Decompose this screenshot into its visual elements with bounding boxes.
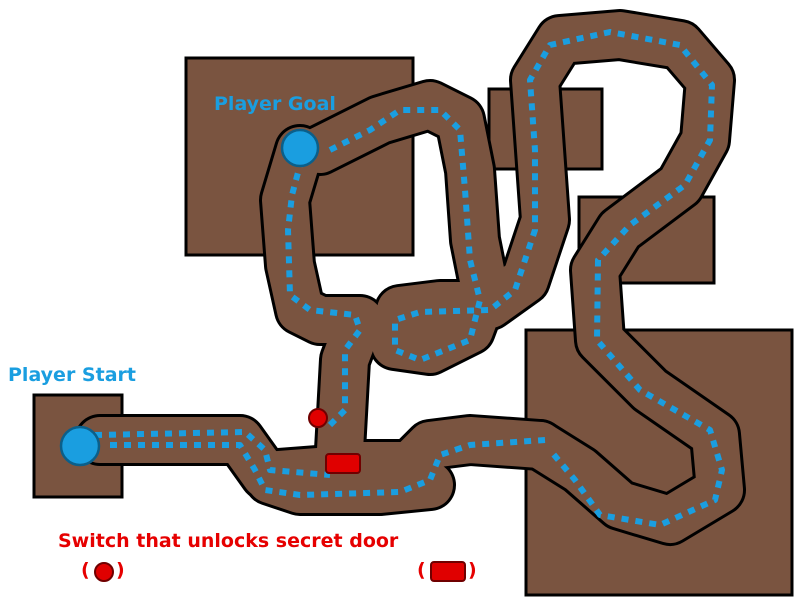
route-lower-branch [110,437,546,498]
player-goal-marker [280,128,320,168]
player-start-label: Player Start [8,364,136,386]
switch-marker [308,408,328,428]
legend-door-paren-close: ) [468,559,477,581]
legend-switch-icon [94,562,114,582]
route-start-to-door [94,429,331,478]
legend-door-icon [430,561,466,582]
legend-switch-paren-close: ) [116,559,125,581]
legend-switch-paren-open: ( [81,559,90,581]
route-switch-to-goal [285,164,363,428]
route-goal-east [328,29,725,528]
switch-caption: Switch that unlocks secret door [58,530,399,552]
player-route [94,29,725,528]
player-start-marker [59,425,101,467]
player-goal-label: Player Goal [214,93,336,115]
secret-door-marker [325,453,361,474]
legend-door-paren-open: ( [417,559,426,581]
